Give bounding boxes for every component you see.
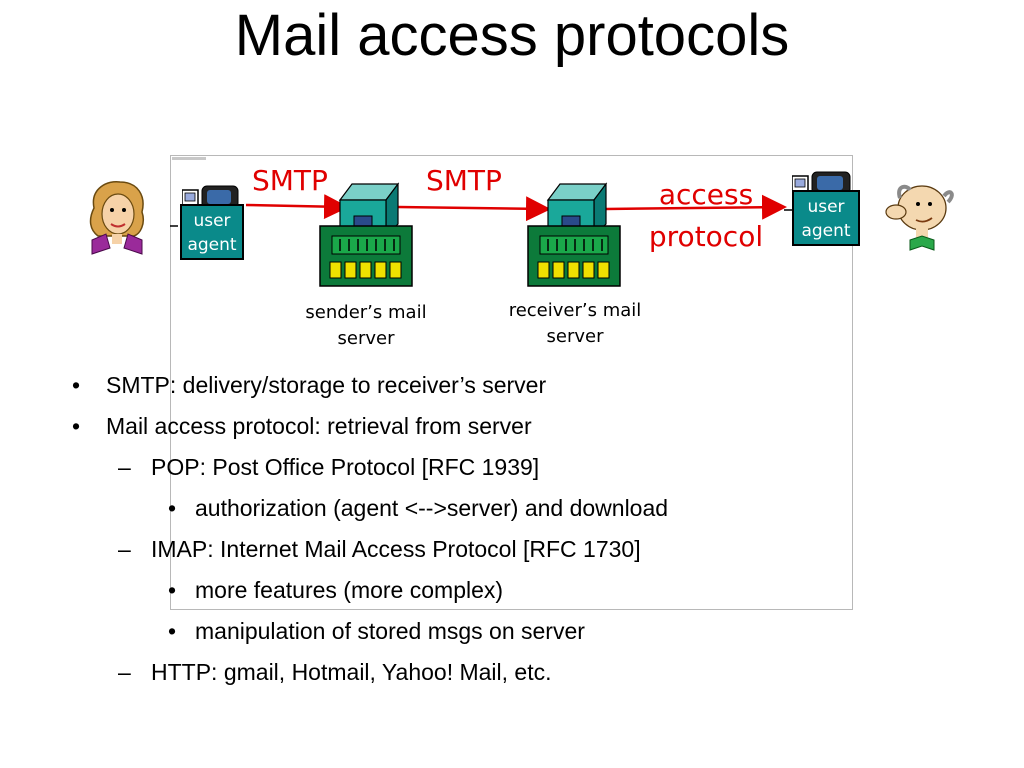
right-computer-icon <box>792 171 851 195</box>
sender-server-label: sender’s mail server <box>286 300 446 352</box>
smtp-arrow-2 <box>397 196 551 222</box>
right-user-agent: user agent <box>792 190 860 246</box>
access-protocol-line1: access <box>658 178 754 211</box>
left-user-agent-line1: user <box>193 211 231 231</box>
bullet-marker: – <box>118 536 131 562</box>
right-user-agent-line1: user <box>807 197 845 217</box>
bullet-marker: – <box>118 454 131 480</box>
diagram-frame <box>170 155 853 610</box>
bullet-item: manipulation of stored msgs on server <box>195 618 585 644</box>
bullet-item: SMTP: delivery/storage to receiver’s ser… <box>106 372 547 398</box>
woman-avatar-icon <box>89 180 145 255</box>
bullet-marker: • <box>168 618 177 644</box>
right-user-agent-line2: agent <box>801 221 851 241</box>
bullet-marker: • <box>168 577 177 603</box>
smtp-arrow-1 <box>245 194 349 220</box>
bullet-marker: • <box>168 495 177 521</box>
access-protocol-arrow <box>605 194 787 220</box>
receiver-server-line1: receiver’s mail <box>508 300 642 321</box>
access-protocol-line2: protocol <box>648 220 764 253</box>
sender-server-line2: server <box>337 328 395 349</box>
frame-caption-mark <box>172 157 206 160</box>
sender-server-line1: sender’s mail <box>305 302 427 323</box>
sender-mail-server-icon <box>319 182 413 287</box>
slide-title: Mail access protocols <box>234 3 790 68</box>
bullet-marker: • <box>72 413 81 439</box>
receiver-server-line2: server <box>546 326 604 347</box>
bullet-item: Mail access protocol: retrieval from ser… <box>106 413 532 439</box>
bullet-marker: • <box>72 372 81 398</box>
access-protocol-label: access protocol <box>636 174 776 258</box>
bullet-item: IMAP: Internet Mail Access Protocol [RFC… <box>151 536 641 562</box>
bullet-item: authorization (agent <-->server) and dow… <box>195 495 669 521</box>
man-avatar-icon <box>885 184 954 251</box>
bullet-item: more features (more complex) <box>195 577 504 603</box>
bullet-marker: – <box>118 659 131 685</box>
smtp-label-1: SMTP <box>252 164 328 197</box>
receiver-mail-server-icon <box>527 182 621 287</box>
bullet-item: HTTP: gmail, Hotmail, Yahoo! Mail, etc. <box>151 659 552 685</box>
left-user-agent: user agent <box>180 204 244 260</box>
left-user-agent-line2: agent <box>187 235 237 255</box>
bullet-item: POP: Post Office Protocol [RFC 1939] <box>151 454 540 480</box>
receiver-server-label: receiver’s mail server <box>490 298 660 350</box>
smtp-label-2: SMTP <box>426 164 502 197</box>
